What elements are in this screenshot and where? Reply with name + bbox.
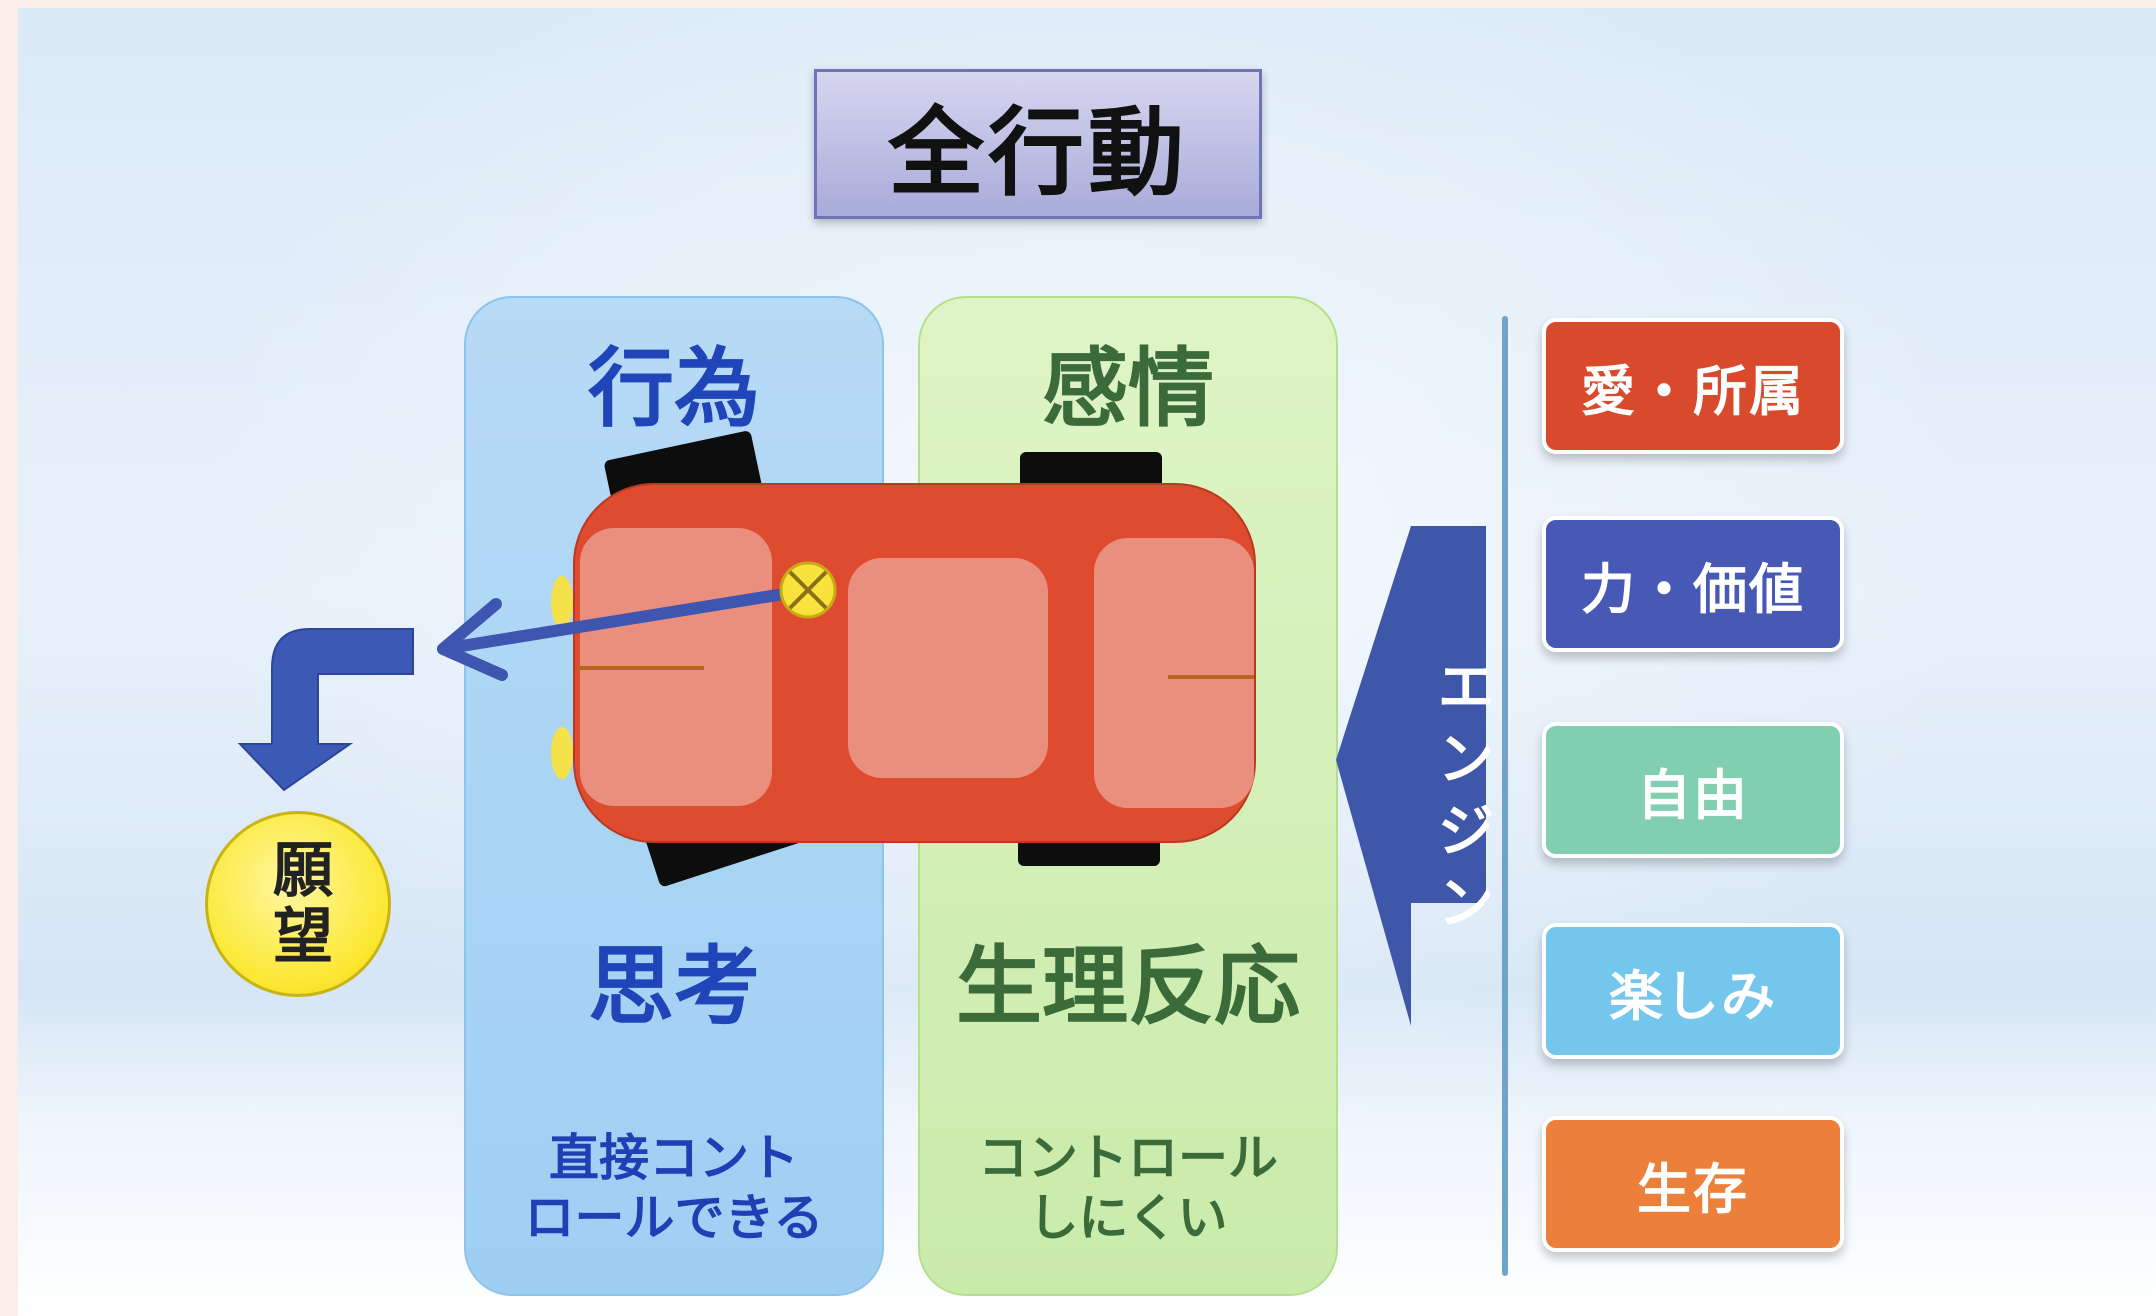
note-left-line1: 直接コント <box>549 1129 799 1187</box>
need-love-belonging-label: 愛・所属 <box>1581 359 1805 423</box>
note-right-line2: しにくい <box>1028 1189 1228 1247</box>
engine-label: エンジン <box>1427 656 1495 944</box>
need-fun-label: 楽しみ <box>1609 964 1777 1028</box>
headlight-right <box>551 727 573 779</box>
need-power-worth: 力・価値 <box>1542 516 1844 652</box>
headlight-left <box>551 576 573 628</box>
wish-circle: 願望 <box>205 811 391 997</box>
steering-arrow <box>437 586 802 681</box>
pivot-icon <box>779 561 837 619</box>
car-diagram <box>237 431 1486 1026</box>
label-action: 行為 <box>588 339 760 439</box>
need-survival-label: 生存 <box>1637 1157 1749 1221</box>
car-window-rear <box>1094 538 1254 808</box>
title-box: 全行動 <box>814 69 1262 219</box>
label-physiology: 生理反応 <box>956 937 1300 1037</box>
need-freedom-label: 自由 <box>1637 763 1749 827</box>
need-power-worth-label: 力・価値 <box>1581 557 1805 621</box>
need-fun: 楽しみ <box>1542 923 1844 1059</box>
need-freedom: 自由 <box>1542 722 1844 858</box>
title-text: 全行動 <box>888 96 1188 209</box>
note-right-line1: コントロール <box>978 1129 1278 1187</box>
slide: 全行動 行為 思考 直接コント ロールできる 感情 生理反応 コントロール しに… <box>18 8 2156 1316</box>
need-survival: 生存 <box>1542 1116 1844 1252</box>
wish-text: 願望 <box>262 838 333 970</box>
needs-divider-line <box>1502 316 1508 1276</box>
engine-arrow <box>1336 526 1486 1026</box>
car-window-middle <box>848 558 1048 778</box>
label-feeling: 感情 <box>1042 339 1214 439</box>
need-love-belonging: 愛・所属 <box>1542 318 1844 454</box>
wish-arrow <box>237 628 414 792</box>
label-thinking: 思考 <box>588 937 760 1037</box>
note-left-line2: ロールできる <box>524 1189 824 1247</box>
